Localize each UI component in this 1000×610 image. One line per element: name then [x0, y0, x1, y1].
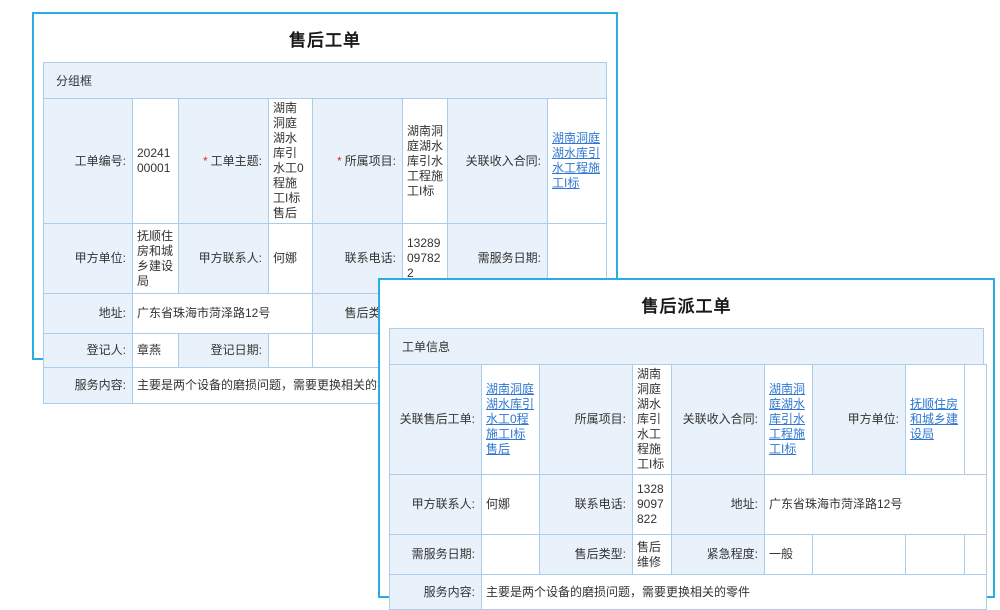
- p1-order-no-label: 工单编号:: [43, 98, 133, 224]
- p2-contact-value: 何娜: [481, 474, 540, 535]
- p2-project-value: 湖南洞庭湖水库引水工程施工I标: [632, 364, 672, 475]
- p2-related-order-link[interactable]: 湖南洞庭湖水库引水工0程施工I标售后: [486, 382, 535, 456]
- table-row: 关联售后工单: 湖南洞庭湖水库引水工0程施工I标售后 所属项目: 湖南洞庭湖水库…: [389, 364, 987, 475]
- p1-service-content-label: 服务内容:: [43, 367, 133, 404]
- p1-order-no-value: 2024100001: [132, 98, 179, 224]
- p1-income-contract-link[interactable]: 湖南洞庭湖水库引水工程施工I标: [552, 131, 601, 190]
- p2-party-a-link[interactable]: 抚顺住房和城乡建设局: [910, 397, 959, 441]
- p2-income-contract-link[interactable]: 湖南洞庭湖水库引水工程施工I标: [769, 382, 806, 456]
- p1-contact-value: 何娜: [268, 223, 313, 294]
- p1-contact-label: 甲方联系人:: [178, 223, 269, 294]
- p2-party-a-cell: 抚顺住房和城乡建设局: [905, 364, 965, 475]
- table-row: 服务内容: 主要是两个设备的磨损问题，需要更换相关的零件: [389, 574, 987, 610]
- aftersales-dispatch-panel: 售后派工单 工单信息 关联售后工单: 湖南洞庭湖水库引水工0程施工I标售后 所属…: [378, 278, 995, 610]
- p1-address-label: 地址:: [43, 293, 133, 334]
- p2-phone-label: 联系电话:: [539, 474, 633, 535]
- p1-income-contract-cell: 湖南洞庭湖水库引水工程施工I标: [547, 98, 607, 224]
- p1-project-value: 湖南洞庭湖水库引水工程施工I标: [402, 98, 448, 224]
- p2-income-contract-label: 关联收入合同:: [671, 364, 765, 475]
- required-asterisk: *: [336, 153, 342, 168]
- p2-empty-cell: [964, 534, 987, 575]
- table-row: 工单编号: 2024100001 *工单主题: 湖南洞庭湖水库引水工0程施工I标…: [43, 98, 607, 224]
- p2-service-date-value: [481, 534, 540, 575]
- p2-address-label: 地址:: [671, 474, 765, 535]
- p2-related-order-label: 关联售后工单:: [389, 364, 482, 475]
- p1-project-label-text: 所属项目:: [344, 153, 396, 168]
- p2-party-a-label: 甲方单位:: [812, 364, 906, 475]
- p2-service-content-value: 主要是两个设备的磨损问题，需要更换相关的零件: [481, 574, 987, 610]
- p2-type-label: 售后类型:: [539, 534, 633, 575]
- p2-urgency-value: 一般: [764, 534, 813, 575]
- groupbox-section-header: 分组框: [43, 62, 607, 99]
- p1-income-contract-label: 关联收入合同:: [447, 98, 548, 224]
- p2-related-order-cell: 湖南洞庭湖水库引水工0程施工I标售后: [481, 364, 540, 475]
- p1-party-a-label: 甲方单位:: [43, 223, 133, 294]
- p1-registrant-label: 登记人:: [43, 333, 133, 368]
- p2-urgency-label: 紧急程度:: [671, 534, 765, 575]
- aftersales-dispatch-table: 关联售后工单: 湖南洞庭湖水库引水工0程施工I标售后 所属项目: 湖南洞庭湖水库…: [389, 364, 987, 610]
- aftersales-dispatch-groupbox: 工单信息 关联售后工单: 湖南洞庭湖水库引水工0程施工I标售后 所属项目: 湖南…: [389, 328, 987, 610]
- p2-income-contract-cell: 湖南洞庭湖水库引水工程施工I标: [764, 364, 813, 475]
- p2-phone-value: 13289097822: [632, 474, 672, 535]
- p2-service-date-label: 需服务日期:: [389, 534, 482, 575]
- p1-address-value: 广东省珠海市菏泽路12号: [132, 293, 313, 334]
- aftersales-order-title: 售后工单: [289, 31, 361, 50]
- p2-contact-label: 甲方联系人:: [389, 474, 482, 535]
- p2-address-value: 广东省珠海市菏泽路12号: [764, 474, 987, 535]
- p2-empty-cell: [812, 534, 906, 575]
- table-row: 甲方联系人: 何娜 联系电话: 13289097822 地址: 广东省珠海市菏泽…: [389, 474, 987, 535]
- p1-party-a-value: 抚顺住房和城乡建设局: [132, 223, 179, 294]
- p1-phone-label: 联系电话:: [312, 223, 403, 294]
- p2-empty-cell: [905, 534, 965, 575]
- order-info-section-header: 工单信息: [389, 328, 984, 365]
- p1-project-label: *所属项目:: [312, 98, 403, 224]
- p2-service-content-label: 服务内容:: [389, 574, 482, 610]
- p1-subject-label-text: 工单主题:: [210, 153, 262, 168]
- p2-project-label: 所属项目:: [539, 364, 633, 475]
- p1-subject-label: *工单主题:: [178, 98, 269, 224]
- p1-register-date-value: [268, 333, 313, 368]
- p1-registrant-value: 章燕: [132, 333, 179, 368]
- table-row: 需服务日期: 售后类型: 售后维修 紧急程度: 一般: [389, 534, 987, 575]
- p1-subject-value: 湖南洞庭湖水库引水工0程施工I标售后: [268, 98, 313, 224]
- required-asterisk: *: [202, 153, 208, 168]
- p2-type-value: 售后维修: [632, 534, 672, 575]
- aftersales-dispatch-title: 售后派工单: [641, 297, 732, 316]
- p1-register-date-label: 登记日期:: [178, 333, 269, 368]
- p2-empty-cell: [964, 364, 987, 475]
